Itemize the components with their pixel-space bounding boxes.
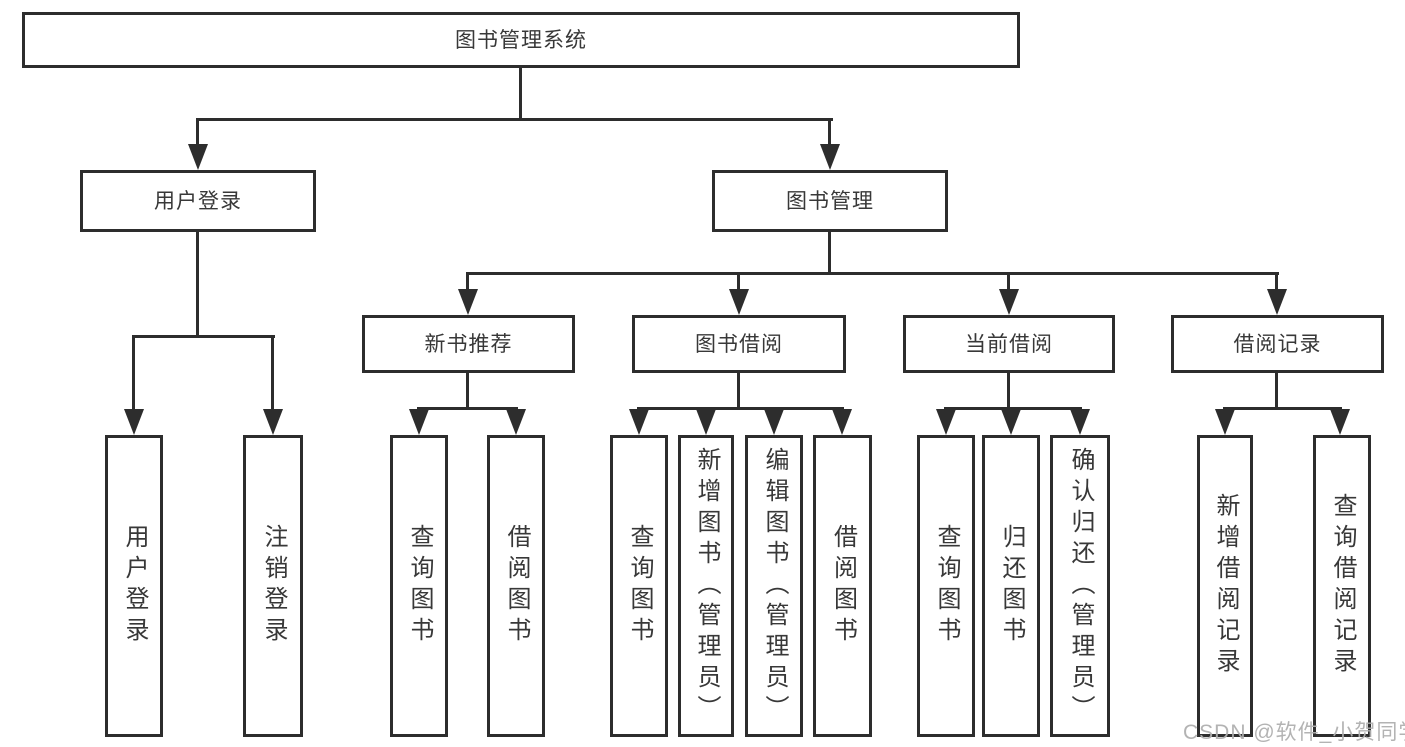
connector-rail	[466, 272, 1279, 275]
connector-stem	[1007, 373, 1010, 407]
connector-rail	[417, 407, 518, 410]
leaf-current-query-books: 查询图书	[917, 435, 975, 737]
connector-shaft	[466, 272, 469, 289]
arrowhead-down-icon	[999, 289, 1019, 315]
connector-stem	[737, 373, 740, 407]
arrowhead-down-icon	[832, 409, 852, 435]
node-library-system: 图书管理系统	[22, 12, 1020, 68]
leaf-borrowing-query-books: 查询图书	[610, 435, 668, 737]
arrowhead-down-icon	[820, 144, 840, 170]
connector-stem	[519, 68, 522, 118]
leaf-current-return-books: 归还图书	[982, 435, 1040, 737]
connector-shaft	[828, 118, 831, 144]
leaf-user-login: 用户登录	[105, 435, 163, 737]
connector-rail	[196, 118, 833, 121]
leaf-borrowing-borrow-books: 借阅图书	[813, 435, 872, 737]
arrowhead-down-icon	[936, 409, 956, 435]
leaf-newbook-borrow-books: 借阅图书	[487, 435, 545, 737]
arrowhead-down-icon	[1070, 409, 1090, 435]
connector-rail	[1223, 407, 1342, 410]
connector-shaft	[1275, 272, 1278, 289]
connector-shaft	[271, 335, 274, 409]
leaf-records-add-record: 新增借阅记录	[1197, 435, 1253, 737]
arrowhead-down-icon	[729, 289, 749, 315]
node-new-book-recommendation: 新书推荐	[362, 315, 575, 373]
node-book-management: 图书管理	[712, 170, 948, 232]
arrowhead-down-icon	[506, 409, 526, 435]
connector-stem	[466, 373, 469, 407]
arrowhead-down-icon	[409, 409, 429, 435]
arrowhead-down-icon	[124, 409, 144, 435]
leaf-logout-login: 注销登录	[243, 435, 303, 737]
connector-shaft	[196, 118, 199, 144]
csdn-watermark: CSDN @软件_小贺同学	[1183, 721, 1405, 744]
arrowhead-down-icon	[1267, 289, 1287, 315]
connector-stem	[828, 232, 831, 272]
connector-rail	[132, 335, 275, 338]
connector-shaft	[1007, 272, 1010, 289]
arrowhead-down-icon	[1215, 409, 1235, 435]
connector-stem	[1275, 373, 1278, 407]
leaf-current-confirm-return-admin: 确认归还（管理员）	[1050, 435, 1110, 737]
arrowhead-down-icon	[1001, 409, 1021, 435]
arrowhead-down-icon	[764, 409, 784, 435]
node-user-login: 用户登录	[80, 170, 316, 232]
connector-shaft	[737, 272, 740, 289]
connector-rail	[944, 407, 1082, 410]
leaf-records-query-record: 查询借阅记录	[1313, 435, 1371, 737]
leaf-borrowing-edit-books-admin: 编辑图书（管理员）	[745, 435, 803, 737]
arrowhead-down-icon	[696, 409, 716, 435]
arrowhead-down-icon	[629, 409, 649, 435]
node-current-borrowing: 当前借阅	[903, 315, 1115, 373]
leaf-newbook-query-books: 查询图书	[390, 435, 448, 737]
connector-rail	[637, 407, 844, 410]
connector-shaft	[132, 335, 135, 409]
arrowhead-down-icon	[458, 289, 478, 315]
arrowhead-down-icon	[188, 144, 208, 170]
arrowhead-down-icon	[263, 409, 283, 435]
arrowhead-down-icon	[1330, 409, 1350, 435]
node-borrowing-records: 借阅记录	[1171, 315, 1384, 373]
node-book-borrowing: 图书借阅	[632, 315, 846, 373]
leaf-borrowing-add-books-admin: 新增图书（管理员）	[678, 435, 734, 737]
connector-stem	[196, 232, 199, 335]
